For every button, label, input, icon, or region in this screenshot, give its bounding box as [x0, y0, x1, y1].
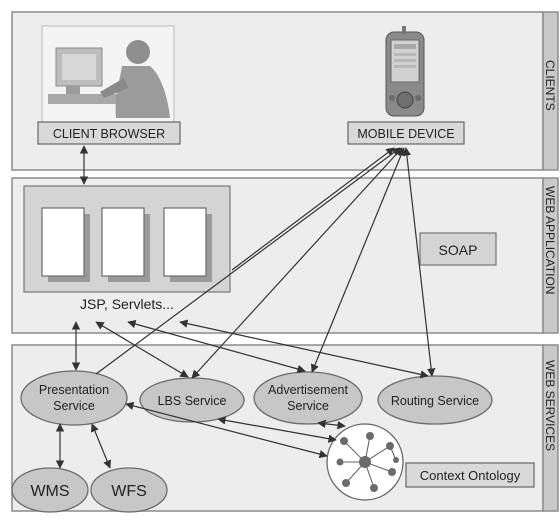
wfs-node [90, 467, 168, 513]
wfs-label: WFS [111, 483, 147, 500]
connectors [55, 145, 436, 469]
connector-advertisement-ontology [317, 419, 346, 430]
clients-side-strip [542, 11, 559, 171]
document-page-icon [41, 207, 90, 282]
advertisement-service-label-2: Service [287, 399, 329, 413]
web-application-tier-label: WEB APPLICATION [543, 186, 557, 294]
document-page-icon [163, 207, 212, 282]
connector-lbs-ontology [217, 416, 337, 443]
advertisement-service-node [253, 371, 363, 425]
web-services-tier-label: WEB SERVICES [543, 360, 557, 451]
soap-label: SOAP [439, 242, 478, 258]
ontology-graph-icon [326, 423, 404, 501]
context-ontology-box [405, 462, 535, 488]
connector-jsp-routing [179, 319, 429, 379]
mobile-device-label: MOBILE DEVICE [357, 127, 454, 141]
mobile-device-box [347, 121, 465, 145]
wms-node [11, 467, 89, 513]
web-application-side-strip [542, 177, 559, 334]
pda-icon [385, 26, 425, 117]
presentation-service-label-1: Presentation [39, 383, 109, 397]
jsp-servlets-label: JSP, Servlets... [80, 296, 174, 312]
routing-service-label: Routing Service [391, 394, 479, 408]
web-services-side-strip [542, 344, 559, 512]
document-page-icon [101, 207, 150, 282]
client-browser-label: CLIENT BROWSER [53, 127, 165, 141]
advertisement-service-label-1: Advertisement [268, 383, 348, 397]
presentation-service-node [20, 370, 128, 426]
connector-presentation-wfs [90, 423, 112, 469]
wms-label: WMS [30, 483, 69, 500]
clients-tier-label: CLIENTS [543, 60, 557, 111]
presentation-service-label-2: Service [53, 399, 95, 413]
client-browser-box [37, 121, 181, 145]
lbs-service-label: LBS Service [158, 394, 227, 408]
context-ontology-label: Context Ontology [420, 468, 521, 483]
user-at-computer-icon [41, 25, 175, 123]
